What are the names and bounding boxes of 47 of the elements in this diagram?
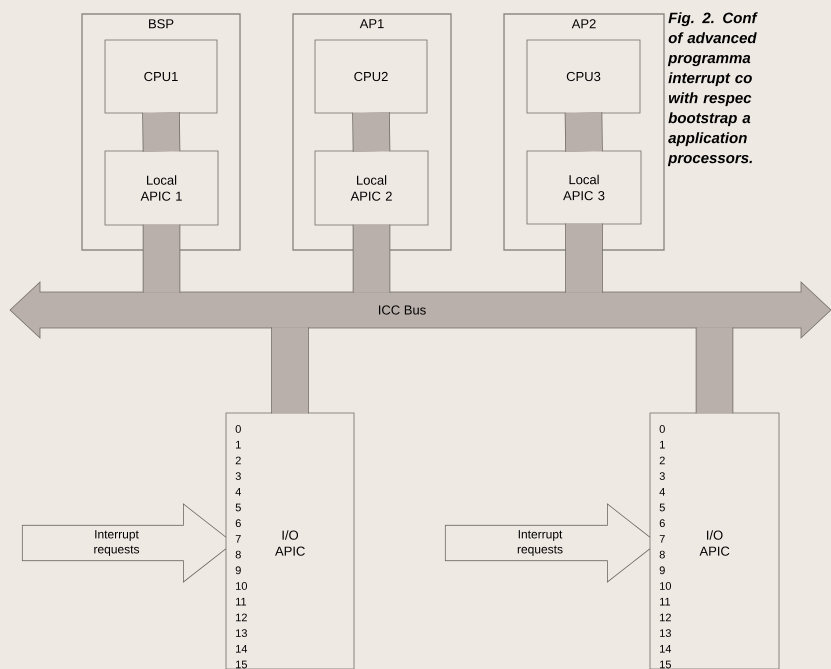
component-box: Local APIC 3 <box>526 150 642 224</box>
bus-connector <box>142 112 180 152</box>
pin-number: 10 <box>660 582 671 590</box>
pin-number: 5 <box>236 504 241 512</box>
pin-number: 12 <box>236 614 247 622</box>
pin-number: 2 <box>660 456 665 464</box>
pin-number: 10 <box>236 582 247 590</box>
pin-number: 11 <box>236 598 246 606</box>
pin-number: 9 <box>660 566 665 574</box>
pin-number: 5 <box>660 504 665 512</box>
pin-number: 1 <box>660 440 665 448</box>
pin-number: 3 <box>660 472 665 480</box>
pin-number: 4 <box>235 488 241 496</box>
pin-number: 1 <box>236 440 241 448</box>
component-box: Local APIC 1 <box>104 150 218 226</box>
bus-connector <box>564 112 603 152</box>
bus-connector <box>271 327 309 414</box>
figure-caption: Fig. 2. Conf of advanced programma interrupt co with respec bootstrap a application processors. <box>668 12 758 166</box>
pin-number: 7 <box>660 535 665 543</box>
pin-number: 2 <box>236 456 241 464</box>
component-box: Local APIC 2 <box>314 150 428 226</box>
pin-number: 15 <box>660 660 671 668</box>
pin-number: 9 <box>236 566 241 574</box>
pin-number: 14 <box>660 645 672 653</box>
component-box: CPU2 <box>314 40 428 114</box>
pin-number: 12 <box>660 614 671 622</box>
pin-number: 6 <box>660 519 665 528</box>
bus-connector <box>696 327 734 414</box>
bus-connector <box>142 224 180 293</box>
component-box: CPU3 <box>526 40 640 114</box>
pin-number: 13 <box>660 629 671 637</box>
pin-number: 8 <box>660 550 665 558</box>
pin-number: 11 <box>660 598 670 606</box>
pin-number: 0 <box>236 425 241 433</box>
bus-connector <box>352 112 390 152</box>
bus-connector <box>352 224 390 293</box>
pin-number: 13 <box>236 629 247 637</box>
pin-number: 14 <box>236 645 248 653</box>
pin-number: 0 <box>660 425 665 433</box>
component-box: CPU1 <box>104 40 218 114</box>
pin-number: 6 <box>236 519 241 528</box>
bus-connector <box>565 223 603 293</box>
pin-number: 4 <box>659 488 665 496</box>
pin-number: 3 <box>236 472 241 480</box>
pin-number: 7 <box>236 535 241 543</box>
pin-number: 8 <box>236 550 241 558</box>
pin-number: 15 <box>236 660 247 668</box>
